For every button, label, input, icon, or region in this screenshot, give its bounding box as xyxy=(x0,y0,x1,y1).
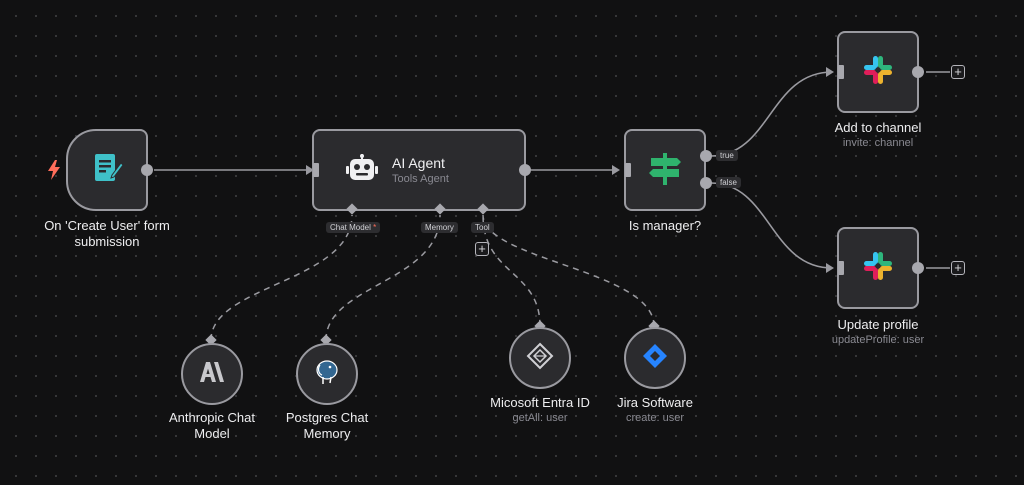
form-trigger-label: On 'Create User' form submission xyxy=(44,218,170,249)
add-node-button[interactable]: + xyxy=(951,261,965,275)
arrowhead xyxy=(612,165,620,175)
input-port[interactable] xyxy=(838,65,844,79)
ai-agent-node[interactable]: AI Agent Tools Agent xyxy=(312,129,526,211)
entra-id-icon xyxy=(526,342,554,375)
robot-icon xyxy=(346,153,378,187)
connection-model-agent xyxy=(210,214,353,341)
ai-agent-subtitle: Tools Agent xyxy=(392,173,449,185)
output-port[interactable] xyxy=(912,66,924,78)
arrowhead xyxy=(826,263,834,273)
output-port[interactable] xyxy=(141,164,153,176)
anthropic-chat-model-node[interactable] xyxy=(181,343,243,405)
tool-port-label: Tool xyxy=(471,222,494,233)
connection-entra-agent xyxy=(482,214,541,327)
add-tool-button[interactable]: + xyxy=(475,242,489,256)
ai-agent-title: AI Agent xyxy=(392,155,445,171)
form-trigger-node[interactable] xyxy=(66,129,148,211)
signpost-icon xyxy=(647,151,683,190)
true-branch-label: true xyxy=(716,150,738,161)
memory-port-label: Memory xyxy=(421,222,458,233)
add-node-button[interactable]: + xyxy=(951,65,965,79)
chat-model-port-label: Chat Model * xyxy=(326,222,381,233)
false-output-port[interactable] xyxy=(700,177,712,189)
entra-id-node[interactable] xyxy=(509,327,571,389)
anthropic-label: Anthropic Chat Model xyxy=(169,410,255,441)
connection-true-add-channel xyxy=(710,71,833,157)
add-channel-label: Add to channel invite: channel xyxy=(834,120,922,149)
arrowhead xyxy=(826,67,834,77)
anthropic-icon xyxy=(199,361,225,387)
arrowhead xyxy=(306,165,314,175)
jira-icon xyxy=(642,343,668,374)
postgres-label: Postgres Chat Memory xyxy=(285,410,369,441)
input-port[interactable] xyxy=(625,163,631,177)
output-port[interactable] xyxy=(912,262,924,274)
connection-false-update-profile xyxy=(710,182,833,269)
slack-add-channel-node[interactable] xyxy=(837,31,919,113)
form-icon xyxy=(90,151,124,190)
false-branch-label: false xyxy=(716,177,741,188)
if-node[interactable] xyxy=(624,129,706,211)
input-port[interactable] xyxy=(838,261,844,275)
jira-software-node[interactable] xyxy=(624,327,686,389)
if-node-label: Is manager? xyxy=(628,218,702,233)
entra-id-label: Micosoft Entra ID getAll: user xyxy=(490,395,590,424)
lightning-bolt-icon xyxy=(46,160,62,180)
slack-icon xyxy=(862,54,894,91)
slack-icon xyxy=(862,250,894,287)
slack-update-profile-node[interactable] xyxy=(837,227,919,309)
input-port[interactable] xyxy=(313,163,319,177)
postgres-chat-memory-node[interactable] xyxy=(296,343,358,405)
jira-label: Jira Software create: user xyxy=(617,395,693,424)
output-port[interactable] xyxy=(519,164,531,176)
postgres-elephant-icon xyxy=(314,359,340,390)
connection-memory-agent xyxy=(325,214,441,341)
update-profile-label: Update profile updateProfile: user xyxy=(831,317,925,346)
true-output-port[interactable] xyxy=(700,150,712,162)
